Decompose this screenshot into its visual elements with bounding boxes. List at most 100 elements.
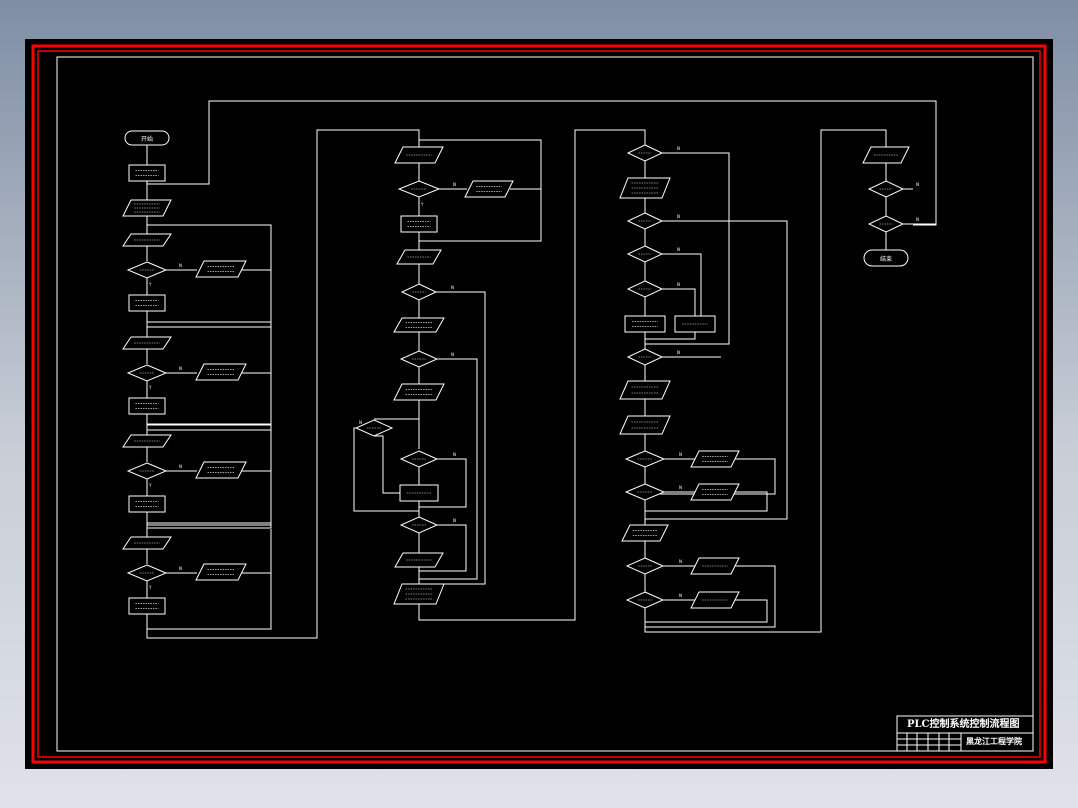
- no-branch-label: N: [453, 182, 456, 187]
- io-parallelogram: [122, 434, 172, 448]
- decision-diamond: [625, 557, 665, 575]
- io-parallelogram: [464, 180, 514, 198]
- connector-line: [419, 458, 467, 508]
- no-branch-label: N: [453, 452, 456, 457]
- no-branch-label: N: [453, 518, 456, 523]
- no-branch-label: N: [451, 285, 454, 290]
- process-box: [400, 215, 438, 233]
- decision-diamond: [867, 215, 905, 233]
- decision-diamond: [126, 261, 168, 279]
- start-label: 开始: [141, 135, 153, 143]
- io-parallelogram: [690, 591, 740, 609]
- io-parallelogram: [122, 199, 172, 217]
- decision-diamond: [400, 283, 438, 301]
- decision-diamond: [397, 180, 441, 198]
- connector-line: [662, 253, 702, 316]
- no-branch-label: N: [179, 566, 182, 571]
- decision-diamond: [867, 180, 905, 198]
- no-branch-label: N: [451, 352, 454, 357]
- io-parallelogram: [621, 524, 669, 542]
- loop-back-line: [147, 100, 937, 226]
- connector-line: [419, 291, 486, 585]
- no-branch-label: N: [679, 485, 682, 490]
- io-parallelogram: [122, 233, 172, 247]
- yes-branch-label: Y: [148, 385, 152, 390]
- io-parallelogram: [393, 317, 445, 333]
- io-parallelogram: [122, 336, 172, 350]
- yes-branch-label: Y: [148, 282, 152, 287]
- connector-line: [147, 427, 272, 526]
- organization-name: 黑龙江工程学院: [966, 736, 1022, 746]
- no-branch-label: N: [679, 593, 682, 598]
- io-parallelogram: [690, 483, 740, 501]
- decision-diamond: [399, 350, 439, 368]
- column1-to-column2: [146, 129, 420, 639]
- drawing-border: [56, 56, 1034, 752]
- io-parallelogram: [195, 260, 247, 278]
- decision-diamond: [126, 364, 168, 382]
- io-parallelogram: [619, 177, 671, 199]
- no-branch-label: N: [916, 217, 919, 222]
- process-box: [399, 484, 439, 502]
- decision-diamond: [626, 212, 664, 230]
- io-parallelogram: [393, 383, 445, 401]
- io-parallelogram: [619, 415, 671, 435]
- no-branch-label: N: [677, 146, 680, 151]
- no-branch-label: N: [679, 452, 682, 457]
- io-parallelogram: [394, 146, 444, 164]
- decision-diamond: [354, 419, 394, 437]
- title-block: [896, 715, 1034, 752]
- inner-red-frame: [37, 50, 1041, 758]
- end-terminal: 结束: [863, 249, 909, 267]
- no-branch-label: N: [179, 366, 182, 371]
- process-box: [674, 315, 716, 333]
- no-branch-label: N: [677, 214, 680, 219]
- process-box: [128, 495, 166, 513]
- no-branch-label: N: [679, 559, 682, 564]
- end-label: 结束: [880, 255, 892, 263]
- column3-to-column4: [644, 129, 887, 633]
- connector-line: [645, 565, 776, 628]
- connector-line: [419, 358, 478, 580]
- io-parallelogram: [195, 461, 247, 479]
- connector-line: [147, 424, 272, 431]
- process-box: [128, 294, 166, 312]
- process-box: [128, 397, 166, 415]
- io-parallelogram: [690, 557, 740, 575]
- io-parallelogram: [122, 536, 172, 550]
- flow-connectors: [146, 100, 937, 639]
- connector-line: [147, 327, 272, 425]
- decision-diamond: [624, 483, 666, 501]
- drawing-title: PLC控制系统控制流程图: [907, 717, 1020, 730]
- connector-line: [147, 321, 272, 328]
- decision-diamond: [126, 564, 168, 582]
- connector-line: [645, 599, 768, 623]
- connector-line: [419, 139, 542, 242]
- no-branch-label: N: [677, 247, 680, 252]
- yes-branch-label: Y: [420, 202, 424, 207]
- yes-branch-label: Y: [148, 483, 152, 488]
- decision-diamond: [626, 144, 664, 162]
- decision-diamond: [624, 450, 666, 468]
- no-branch-label: N: [179, 464, 182, 469]
- io-parallelogram: [862, 146, 910, 164]
- io-parallelogram: [396, 249, 442, 265]
- outer-red-frame: [31, 44, 1047, 764]
- no-branch-label: N: [179, 263, 182, 268]
- decision-diamond: [399, 516, 439, 534]
- io-parallelogram: [394, 552, 444, 568]
- decision-diamond: [399, 450, 439, 468]
- process-box: [128, 164, 166, 182]
- io-parallelogram: [619, 380, 671, 400]
- decision-diamond: [626, 280, 664, 298]
- io-parallelogram: [690, 450, 740, 468]
- io-parallelogram: [195, 563, 247, 581]
- no-branch-label: N: [677, 350, 680, 355]
- process-box: [128, 597, 166, 615]
- decision-diamond: [625, 591, 665, 609]
- connector-line: [419, 524, 467, 572]
- start-terminal: 开始: [124, 130, 170, 146]
- connector-line: [147, 529, 272, 630]
- connector-line: [645, 491, 768, 512]
